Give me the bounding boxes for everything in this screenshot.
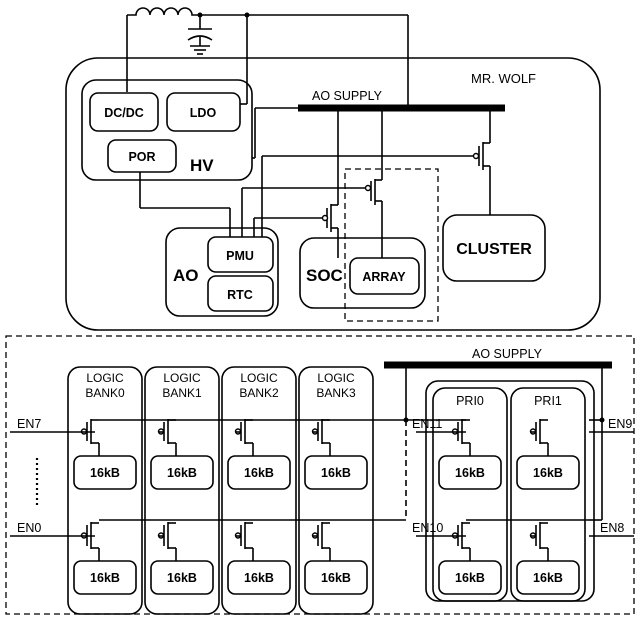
ao-supply-label-top: AO SUPPLY (312, 89, 383, 103)
private-bank-outline (432, 387, 508, 602)
logic-bank-name-line1: LOGIC (163, 371, 201, 385)
en9-label: EN9 (608, 417, 632, 431)
dcdc-label: DC/DC (104, 106, 144, 120)
capacitor-symbol (187, 15, 213, 55)
logic-bank-name-line2: BANK2 (239, 386, 279, 400)
memory-cut (73, 560, 137, 595)
private-bank-name: PRI0 (456, 394, 484, 408)
memory-cut (73, 455, 137, 490)
memory-size-label: 16kB (90, 466, 120, 480)
rtc-label: RTC (227, 288, 253, 302)
memory-size-label: 16kB (244, 571, 274, 585)
en7-label: EN7 (17, 417, 41, 431)
cluster-power-switch (472, 108, 491, 215)
ao-label: AO (173, 266, 199, 285)
memory-size-label: 16kB (167, 571, 197, 585)
memory-size-label: 16kB (455, 571, 485, 585)
private-bank-0: PRI0 16kB 16kB (432, 387, 508, 602)
en0-label: EN0 (17, 521, 41, 535)
logic-bank-outline (67, 366, 143, 615)
array-power-domain (344, 168, 439, 322)
logic-bank-name-line1: LOGIC (86, 371, 124, 385)
memory-cut (304, 560, 368, 595)
logic-bank-name-line2: BANK1 (162, 386, 202, 400)
logic-bank-name-line2: BANK0 (85, 386, 125, 400)
array-power-switch (364, 179, 383, 258)
memory-cut (227, 455, 291, 490)
en11-label: EN11 (412, 417, 442, 431)
ao-block: AO PMU RTC (165, 227, 279, 317)
memory-cut (304, 455, 368, 490)
private-bank-outline (510, 387, 586, 602)
por-label: POR (128, 150, 155, 164)
array-block (349, 257, 420, 295)
inductor-symbol (127, 7, 200, 16)
private-bank-1: PRI1 16kB 16kB (510, 387, 586, 602)
logic-bank-outline (221, 366, 297, 615)
en8-label: EN8 (600, 521, 624, 535)
memory-size-label: 16kB (321, 571, 351, 585)
array-label: ARRAY (362, 270, 406, 284)
chip-name-label: MR. WOLF (471, 71, 536, 86)
memory-cut (227, 560, 291, 595)
soc-power-switch (321, 204, 339, 258)
off-chip-supply (126, 7, 409, 108)
logic-banks-group: LOGICBANK016kB16kBLOGICBANK116kB16kBLOGI… (67, 366, 374, 615)
hv-block: DC/DC LDO POR HV (81, 79, 253, 181)
memory-size-label: 16kB (455, 466, 485, 480)
logic-bank-name-line1: LOGIC (240, 371, 278, 385)
logic-bank-outline (298, 366, 374, 615)
memory-size-label: 16kB (533, 466, 563, 480)
ao-supply-label-bottom: AO SUPPLY (472, 347, 543, 361)
por-block (107, 139, 177, 173)
memory-size-label: 16kB (321, 466, 351, 480)
memory-cut (150, 560, 214, 595)
hv-label: HV (190, 156, 214, 175)
chip-outline (65, 57, 601, 331)
ldo-label: LDO (190, 106, 217, 120)
cluster-label: CLUSTER (456, 241, 532, 258)
logic-bank-name-line1: LOGIC (317, 371, 355, 385)
pmu-block (207, 236, 274, 273)
enable-signals: EN7 EN0 EN11 EN10 EN9 EN8 (10, 417, 634, 537)
private-banks-outline (425, 380, 595, 602)
private-bank-name: PRI1 (534, 394, 562, 408)
memory-size-label: 16kB (244, 466, 274, 480)
soc-block: SOC ARRAY (299, 237, 426, 309)
soc-label: SOC (306, 266, 343, 285)
cluster-block (442, 214, 546, 282)
ldo-block (166, 92, 241, 132)
memory-size-label: 16kB (90, 571, 120, 585)
rtc-block (207, 275, 274, 312)
dcdc-block (89, 92, 159, 132)
en10-label: EN10 (412, 521, 443, 535)
memory-cut (150, 455, 214, 490)
logic-bank-outline (144, 366, 220, 615)
memory-size-label: 16kB (167, 466, 197, 480)
private-banks-group: PRI0 16kB 16kB PRI1 16kB 16kB (425, 380, 595, 602)
logic-bank-name-line2: BANK3 (316, 386, 356, 400)
memory-size-label: 16kB (533, 571, 563, 585)
pmu-label: PMU (226, 249, 254, 263)
